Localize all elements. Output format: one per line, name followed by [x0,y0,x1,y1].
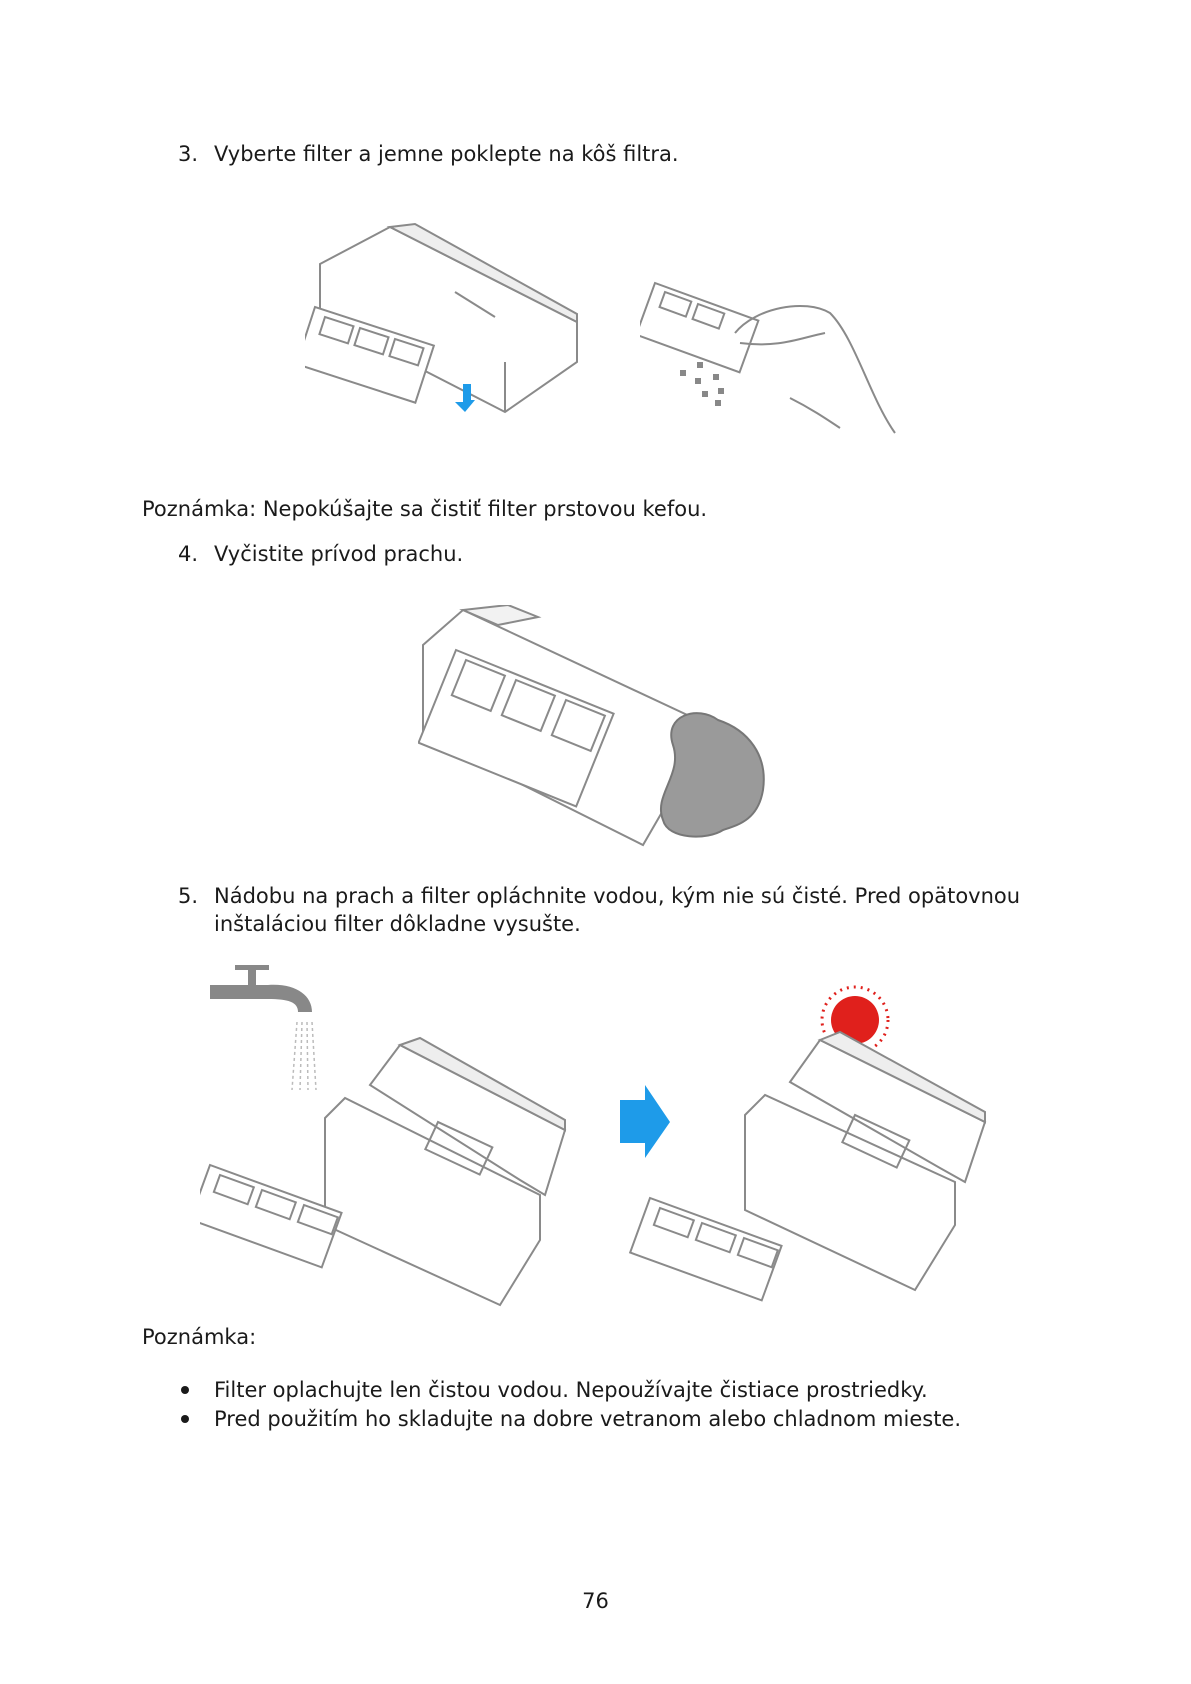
note-2-bullet-1: Filter oplachujte len čistou vodou. Nepo… [214,1378,928,1402]
note-2-bullet-2: Pred použitím ho skladujte na dobre vetr… [214,1407,962,1431]
step-4-number: 4. [178,542,199,566]
note-1: Poznámka: Nepokúšajte sa čistiť filter p… [142,497,708,521]
page-number: 76 [582,1589,609,1613]
step-5-text-line2: inštaláciou filter dôkladne vysušte. [214,912,581,936]
step-5-text-line1: Nádobu na prach a filter opláchnite vodo… [214,884,1021,908]
next-arrow-icon [620,1085,670,1158]
faucet-icon [210,965,317,1091]
bullet-2 [181,1415,189,1423]
figure-rinse-and-dry [200,950,1010,1310]
figure-tap-filter [640,278,910,438]
blue-arrow-icon [455,384,475,412]
figure-clean-inlet [418,605,778,850]
cloth-icon [660,712,765,838]
sun-icon [820,985,890,1055]
figure-remove-filter [305,222,585,432]
step-3-text: Vyberte filter a jemne poklepte na kôš f… [214,142,679,166]
note-2-label: Poznámka: [142,1325,257,1349]
step-4-text: Vyčistite prívod prachu. [214,542,464,566]
bullet-1 [181,1386,189,1394]
step-3-number: 3. [178,142,199,166]
step-5-number: 5. [178,884,199,908]
